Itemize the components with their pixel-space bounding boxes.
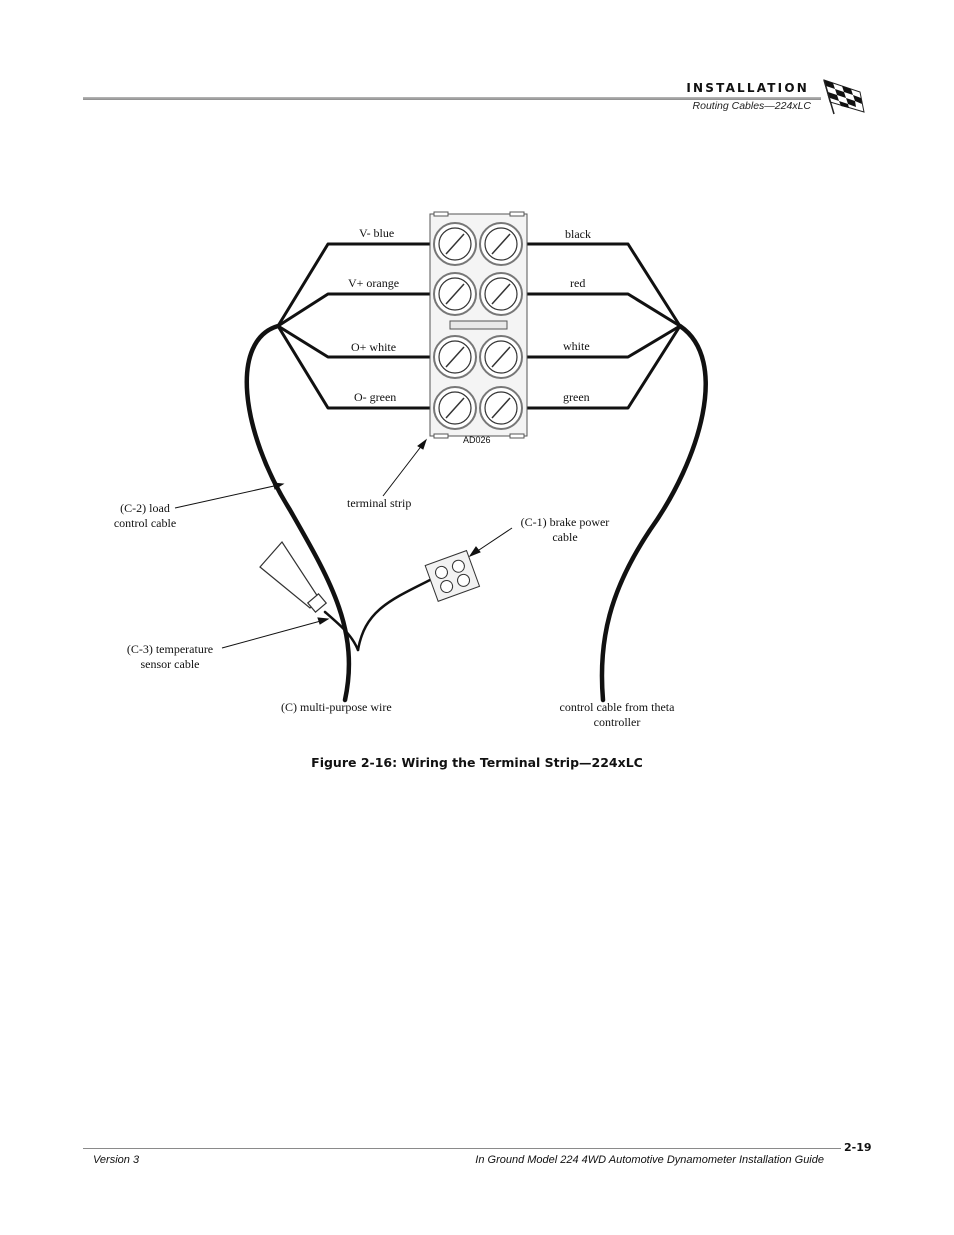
section-title: INSTALLATION <box>686 81 809 95</box>
page-number: 2-19 <box>844 1141 872 1154</box>
label-multi-wire: (C) multi-purpose wire <box>281 700 392 714</box>
footer-rule <box>83 1148 841 1149</box>
wire-v-orange <box>277 292 430 328</box>
wire-o-white <box>277 324 430 359</box>
label-black: black <box>565 227 591 241</box>
label-red: red <box>570 276 586 290</box>
checkered-flag-icon <box>823 79 865 115</box>
label-brake-cable: (C-1) brake power cable <box>520 515 610 544</box>
wire-black <box>527 242 682 327</box>
guide-title: In Ground Model 224 4WD Automotive Dynam… <box>475 1154 824 1166</box>
header-rule <box>83 97 821 100</box>
label-o-white: O+ white <box>351 340 397 354</box>
label-white: white <box>563 339 590 353</box>
label-green: green <box>563 390 590 404</box>
load-control-cable <box>244 323 352 703</box>
label-o-green: O- green <box>354 390 397 404</box>
label-v-blue: V- blue <box>359 226 395 240</box>
brake-power-wire <box>356 576 436 652</box>
temperature-sensor-probe <box>259 541 328 613</box>
wire-white <box>527 324 681 359</box>
label-temp-cable: (C-3) temperature sensor cable <box>126 642 214 671</box>
label-load-cable: (C-2) load control cable <box>113 501 177 530</box>
theta-control-cable <box>599 323 708 703</box>
version-text: Version 3 <box>93 1154 140 1166</box>
wire-red <box>527 292 681 328</box>
wire-v-blue <box>276 242 430 327</box>
temperature-sensor-wire <box>323 610 360 652</box>
wire-o-green <box>276 325 430 410</box>
subsection-title: Routing Cables—224xLC <box>692 100 811 112</box>
wire-green <box>527 325 682 410</box>
figure-caption: Figure 2-16: Wiring the Terminal Strip—2… <box>311 755 643 770</box>
label-v-orange: V+ orange <box>348 276 400 290</box>
brake-power-connector <box>424 549 481 602</box>
label-theta-cable: control cable from theta controller <box>559 700 675 729</box>
label-terminal-strip: terminal strip <box>347 496 412 510</box>
wiring-diagram <box>174 211 708 703</box>
terminal-strip <box>429 211 528 439</box>
strip-code: AD026 <box>463 435 491 445</box>
